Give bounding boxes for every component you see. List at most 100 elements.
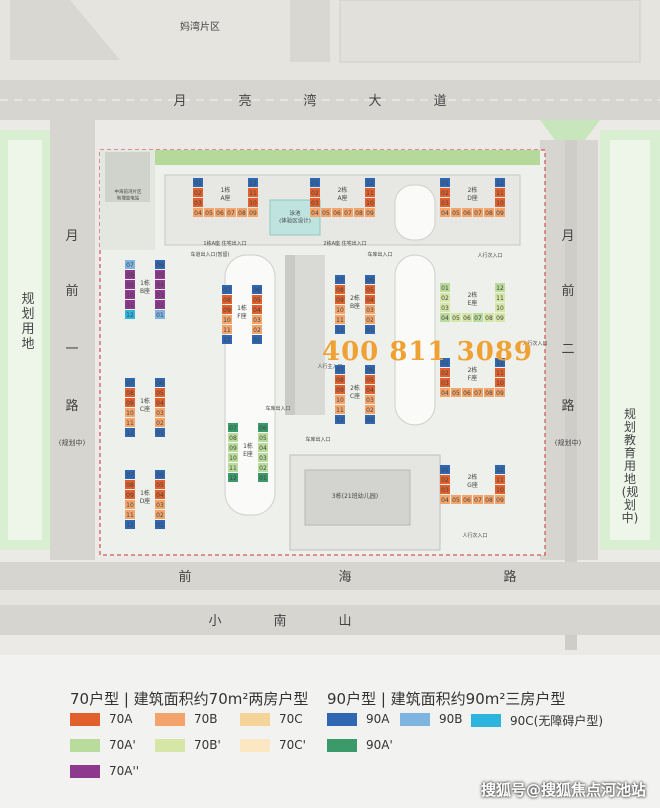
unit-number: 01 — [259, 475, 267, 482]
legend-item: 90B — [400, 712, 463, 726]
legend-swatch — [400, 712, 430, 726]
land-char: 教 — [624, 432, 636, 447]
substation-label: 中海前湾片区地埋变电站 — [115, 188, 142, 202]
unit-cell — [365, 275, 375, 284]
unit-cell — [484, 388, 494, 397]
unit-number: 12 — [126, 430, 134, 437]
unit-cell — [310, 178, 320, 187]
unit-cell — [155, 490, 165, 499]
legend-item: 70B — [155, 712, 218, 726]
unit-cell — [440, 475, 450, 484]
unit-cell — [365, 375, 375, 384]
unit-cell — [335, 325, 345, 334]
unit-cell — [258, 433, 268, 442]
legend-label: 90A — [366, 712, 390, 726]
unit-number: 02 — [366, 317, 374, 324]
unit-cell — [495, 368, 505, 377]
unit-cell — [222, 295, 232, 304]
unit-number: 02 — [366, 407, 374, 414]
road-char: 山 — [338, 614, 351, 629]
building-name: D座 — [467, 194, 478, 202]
unit-cell — [228, 463, 238, 472]
unit-cell — [495, 313, 505, 322]
unit-cell — [310, 198, 320, 207]
legend-swatch — [70, 764, 100, 778]
unit-number: 11 — [496, 477, 504, 484]
unit-number: 10 — [496, 200, 504, 207]
unit-number: 09 — [496, 390, 504, 397]
unit-number: 04 — [366, 387, 374, 394]
unit-cell — [484, 208, 494, 217]
unit-cell — [155, 398, 165, 407]
legend-item: 70A — [70, 712, 132, 726]
unit-number: 04 — [156, 492, 164, 499]
unit-cell — [258, 473, 268, 482]
unit-cell — [125, 388, 135, 397]
unit-number: 04 — [253, 307, 261, 314]
unit-cell — [222, 315, 232, 324]
unit-number: 07 — [126, 262, 134, 269]
unit-number: 11 — [496, 370, 504, 377]
unit-number: 07 — [336, 277, 344, 284]
unit-cell — [222, 335, 232, 344]
unit-cell — [155, 388, 165, 397]
land-char: 中) — [622, 510, 639, 525]
unit-cell — [155, 418, 165, 427]
unit-cell — [365, 315, 375, 324]
unit-number: 03 — [156, 502, 164, 509]
unit-cell — [125, 510, 135, 519]
unit-number: 03 — [194, 200, 202, 207]
building-name: C座 — [350, 392, 360, 400]
unit-cell — [310, 188, 320, 197]
unit-cell — [495, 198, 505, 207]
unit-number: 10 — [126, 502, 134, 509]
unit-number: 04 — [311, 210, 319, 217]
unit-number: 03 — [441, 200, 449, 207]
building-name: 2栋 — [468, 366, 478, 374]
unit-cell — [125, 300, 135, 309]
unit-number: 08 — [223, 297, 231, 304]
building-name: 1栋 — [237, 304, 247, 312]
building-name: 2栋 — [338, 186, 348, 194]
unit-cell — [125, 520, 135, 529]
unit-cell — [473, 388, 483, 397]
unit-cell — [193, 188, 203, 197]
entrance-label: 1栋A座 住宅出入口 — [203, 240, 246, 247]
unit-number: 11 — [229, 465, 237, 472]
unit-cell — [155, 470, 165, 479]
unit-cell — [451, 208, 461, 217]
unit-cell — [155, 280, 165, 289]
unit-number: 11 — [336, 317, 344, 324]
building-name: F座 — [468, 374, 477, 382]
unit-number: 09 — [126, 282, 134, 289]
building-name: 1栋 — [140, 279, 150, 287]
unit-cell — [335, 305, 345, 314]
unit-cell — [440, 495, 450, 504]
legend-item: 70C — [240, 712, 303, 726]
watermark: 搜狐号@搜狐焦点河池站 — [480, 781, 646, 799]
unit-number: 11 — [249, 190, 257, 197]
unit-number: 02 — [311, 190, 319, 197]
legend-label: 90B — [439, 712, 463, 726]
unit-number: 03 — [156, 292, 164, 299]
legend-item: 70A'' — [70, 764, 139, 778]
building-name: G座 — [467, 481, 478, 489]
building-name: E座 — [243, 450, 253, 458]
unit-number: 01 — [311, 180, 319, 187]
unit-number: 11 — [126, 512, 134, 519]
unit-cell — [228, 453, 238, 462]
top-district-label: 妈湾片区 — [180, 20, 220, 33]
legend-swatch — [327, 738, 357, 752]
unit-cell — [125, 260, 135, 269]
unit-number: 05 — [452, 390, 460, 397]
land-char: 育 — [624, 445, 636, 460]
legend-item: 70A' — [70, 738, 136, 752]
unit-number: 05 — [156, 390, 164, 397]
unit-cell — [473, 313, 483, 322]
